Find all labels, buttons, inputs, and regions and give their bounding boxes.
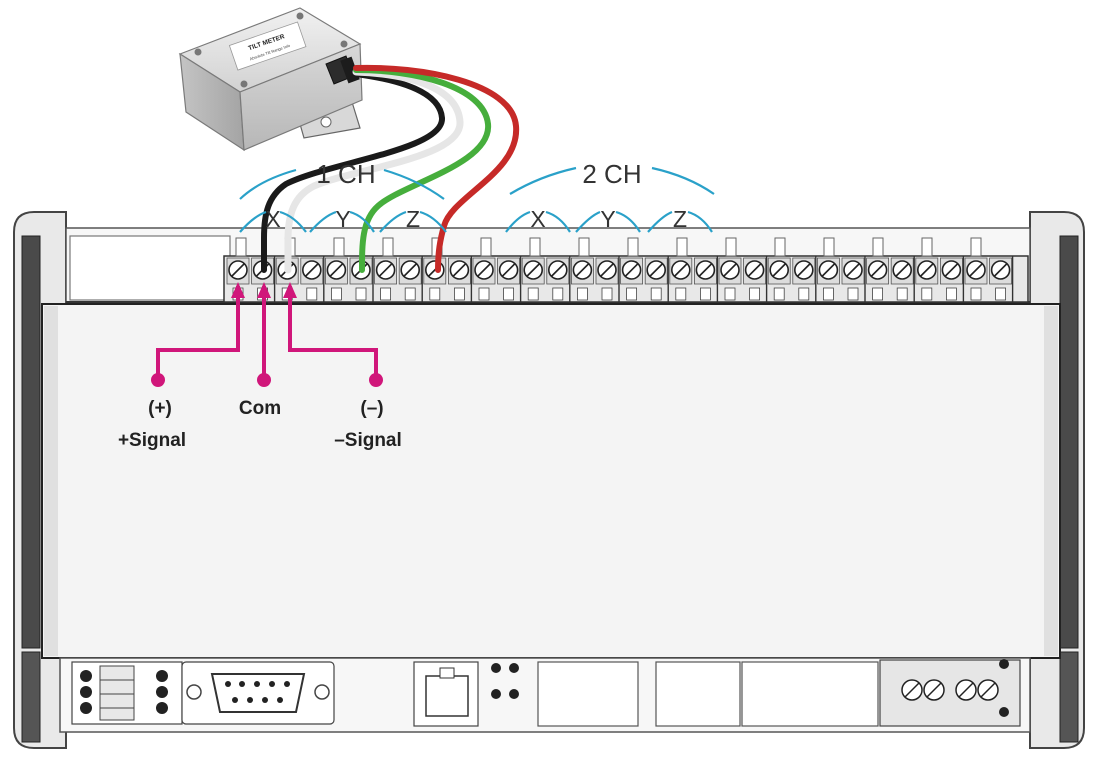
tilt-sensor: TILT METER Absolute Tilt Range Info [178,7,363,152]
screw-terminal-icon[interactable] [497,256,522,302]
screw-terminal-icon[interactable] [521,257,545,301]
db9-connector-icon[interactable] [181,661,335,725]
plus-polarity-label: (+) [148,398,172,419]
screw-terminal-icon[interactable] [767,257,791,301]
status-leds [491,663,519,699]
screw-terminal-icon[interactable] [595,256,620,302]
screw-terminal-icon[interactable] [324,257,348,301]
ch2-axis-y: Y [600,206,615,232]
terminal-tab [235,237,247,257]
terminal-tab [676,237,688,257]
plus-signal-label: +Signal [118,430,186,451]
screw-terminal-icon [80,670,92,714]
wire-black [261,71,446,273]
ch2-bracket [509,166,577,195]
screw-terminal-icon[interactable] [989,256,1014,302]
minus-signal-label: –Signal [334,430,402,451]
terminal-tab [872,237,884,257]
front-cover-panel [41,303,1061,659]
terminal-tab [480,237,492,257]
terminal-tab [921,237,933,257]
rj45-port-icon[interactable] [413,661,479,727]
aux-terminal-block[interactable] [879,659,1021,727]
ch2-axis-z: Z [673,206,687,232]
screw-terminal-icon[interactable] [694,256,719,302]
screw-terminal-icon[interactable] [915,257,939,301]
screw-terminal-icon[interactable] [447,256,473,302]
ch1-axis-y: Y [335,206,350,232]
ch1-label: 1 CH [316,159,375,189]
screw-terminal-icon[interactable] [374,257,398,301]
com-label: Com [239,398,281,419]
ch2-label: 2 CH [582,159,641,189]
ch1-bracket [239,168,297,200]
pin-callouts [156,286,378,378]
callout-arrows [151,282,383,387]
terminal-tab [823,237,835,257]
screw-terminal-icon[interactable] [743,256,768,302]
terminal-tab [529,237,541,257]
screw-terminal-icon[interactable] [792,256,817,302]
wire-green [353,67,492,273]
screw-terminal-icon[interactable] [940,256,965,302]
ch1-axis-x: X [265,206,280,232]
screw-terminal-icon [901,679,999,701]
screw-terminal-icon[interactable] [472,257,496,301]
minus-polarity-label: (–) [360,398,383,419]
screw-terminal-icon[interactable] [398,256,423,302]
terminal-tab [578,237,590,257]
terminal-tab [382,237,394,257]
screw-terminal-icon[interactable] [644,256,669,302]
screw-terminal-icon[interactable] [866,257,889,301]
channel-brackets [239,166,715,233]
screw-terminal-icon[interactable] [300,256,325,302]
led-icon [156,670,168,714]
minus-callout-line [288,286,378,378]
ch1-axis-z: Z [406,206,420,232]
wire-red [353,64,520,273]
terminal-tab [970,237,982,257]
sensor-wires [261,64,520,274]
screw-terminal-icon[interactable] [620,257,643,301]
screw-terminal-icon[interactable] [546,256,571,302]
power-terminal[interactable] [71,661,183,725]
terminal-tab [725,237,737,257]
plus-callout-line [156,286,240,378]
screw-terminal-icon[interactable] [571,257,594,301]
screw-terminal-icon[interactable] [841,256,866,302]
screw-terminal-icon[interactable] [718,257,742,301]
bottom-connectors [71,659,1021,727]
terminal-tab [333,237,345,257]
screw-terminal-icon[interactable] [890,256,915,302]
ch2-axis-x: X [530,206,545,232]
pin-labels: (+) +Signal Com (–) –Signal [118,398,402,451]
terminal-tab [774,237,786,257]
terminal-tab [627,237,639,257]
screw-terminal-icon[interactable] [817,257,840,301]
channel-labels: 1 CH 2 CH X Y Z X Y Z [265,159,687,232]
wire-white [284,68,464,274]
screw-terminal-icon[interactable] [669,257,693,301]
screw-terminal-icon[interactable] [964,257,988,301]
bottom-panels [537,661,879,727]
